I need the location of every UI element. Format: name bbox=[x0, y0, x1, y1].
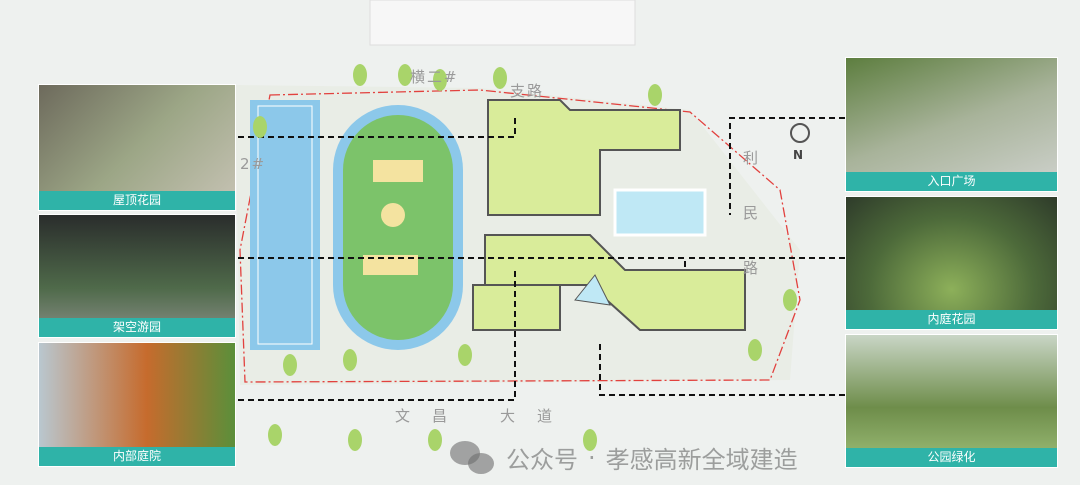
panel-caption: 内部庭院 bbox=[39, 447, 235, 466]
panel-caption: 屋顶花园 bbox=[39, 191, 235, 210]
panel-park-greenery: 公园绿化 bbox=[845, 334, 1058, 468]
road-label-north-2: 支路 bbox=[510, 82, 545, 100]
panel-inner-courtyard: 内部庭院 bbox=[38, 342, 236, 467]
elevated-garden-photo bbox=[39, 215, 235, 337]
park-greenery-photo bbox=[846, 335, 1057, 467]
road-label-south-1: 文昌 bbox=[395, 407, 470, 425]
inner-garden-photo bbox=[846, 197, 1057, 329]
compass-north: N bbox=[793, 148, 806, 162]
roof-garden-photo bbox=[39, 85, 235, 210]
panel-inner-garden: 内庭花园 bbox=[845, 196, 1058, 330]
watermark-separator: · bbox=[588, 443, 596, 472]
watermark-name: 孝感高新全域建造 bbox=[605, 446, 798, 474]
road-label-east: 利民路 bbox=[741, 150, 759, 315]
inner-courtyard-photo bbox=[39, 343, 235, 466]
panel-caption: 入口广场 bbox=[846, 172, 1057, 191]
watermark-prefix: 公众号 bbox=[506, 446, 578, 474]
road-label-west: 2# bbox=[240, 155, 267, 173]
watermark: 公众号 · 孝感高新全域建造 bbox=[450, 440, 798, 475]
panel-caption: 公园绿化 bbox=[846, 448, 1057, 467]
panel-elevated-garden: 架空游园 bbox=[38, 214, 236, 338]
panel-entrance-plaza: 入口广场 bbox=[845, 57, 1058, 192]
panel-caption: 内庭花园 bbox=[846, 310, 1057, 329]
road-label-south-2: 大道 bbox=[500, 407, 575, 425]
panel-caption: 架空游园 bbox=[39, 318, 235, 337]
wechat-icon bbox=[450, 440, 496, 475]
panel-roof-garden: 屋顶花园 bbox=[38, 84, 236, 211]
road-label-north: 横二# bbox=[410, 68, 459, 86]
entrance-plaza-photo bbox=[846, 58, 1057, 191]
